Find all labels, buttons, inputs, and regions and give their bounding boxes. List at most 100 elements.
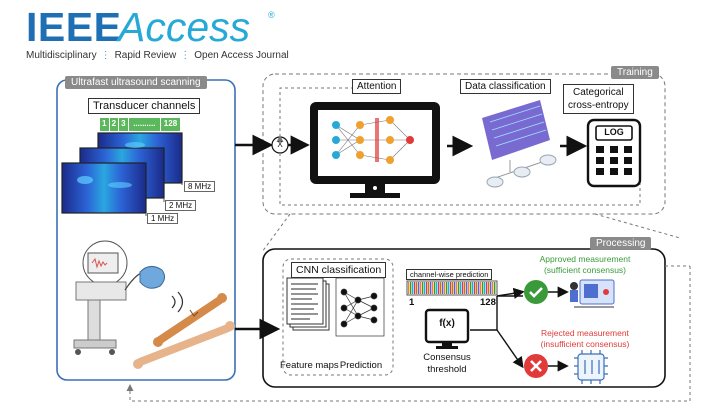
channel-2: 2 bbox=[110, 118, 120, 131]
rejected-line-1: Rejected measurement bbox=[541, 328, 629, 338]
channel-bar bbox=[420, 282, 422, 294]
channel-bar bbox=[428, 282, 430, 294]
channel-bar bbox=[434, 282, 436, 294]
loss-label: Categorical cross-entropy bbox=[563, 84, 634, 114]
channel-bar bbox=[476, 282, 478, 294]
channel-bar bbox=[418, 282, 420, 294]
consensus-line-2: threshold bbox=[427, 363, 467, 375]
log-key: LOG bbox=[604, 127, 624, 137]
feedback-loop bbox=[279, 153, 641, 206]
logo-access: Access bbox=[118, 4, 251, 50]
channel-bar bbox=[462, 282, 464, 294]
ultrasound-machine-icon bbox=[73, 240, 156, 355]
channel-bar bbox=[444, 282, 446, 294]
tagline-part-3: Open Access Journal bbox=[194, 50, 289, 61]
freq-label-1mhz: 1 MHz bbox=[147, 213, 179, 224]
channel-bar bbox=[482, 282, 484, 294]
channel-bar bbox=[472, 282, 474, 294]
channel-bar bbox=[426, 282, 428, 294]
data-classification-label: Data classification bbox=[460, 79, 551, 94]
hand-icon bbox=[139, 266, 166, 289]
channel-bar bbox=[480, 282, 482, 294]
freq-label-8mhz: 8 MHz bbox=[184, 181, 216, 192]
channel-bar bbox=[490, 282, 492, 294]
channel-bar bbox=[422, 282, 424, 294]
channel-strip: 1 2 3 .......... 128 bbox=[100, 118, 180, 131]
axis-end-label: 128 bbox=[480, 297, 496, 308]
consensus-caption: Consensus threshold bbox=[413, 352, 481, 376]
channel-bar bbox=[440, 282, 442, 294]
channel-bar bbox=[436, 282, 438, 294]
channel-1: 1 bbox=[100, 118, 110, 131]
consensus-line-1: Consensus bbox=[423, 352, 471, 363]
attention-monitor-icon bbox=[310, 102, 440, 198]
channel-bar bbox=[488, 282, 490, 294]
attention-label: Attention bbox=[352, 79, 402, 94]
rejected-line-2: (insufficient consensus) bbox=[540, 338, 630, 349]
channel-bar bbox=[466, 282, 468, 294]
channel-bar bbox=[454, 282, 456, 294]
cnn-subpanel bbox=[282, 258, 394, 376]
bone-icon bbox=[133, 293, 235, 369]
rejected-caption: Rejected measurement (insufficient conse… bbox=[530, 328, 640, 349]
tagline-part-2: Rapid Review bbox=[114, 50, 177, 61]
channel-dots: .......... bbox=[129, 118, 161, 131]
channel-bar bbox=[486, 282, 488, 294]
transducer-label: Transducer channels bbox=[88, 98, 201, 114]
channel-bar bbox=[408, 282, 410, 294]
channel-bar bbox=[410, 282, 412, 294]
channel-bar bbox=[414, 282, 416, 294]
channel-bar bbox=[470, 282, 472, 294]
multiply-label: X bbox=[277, 140, 283, 149]
channel-bar bbox=[456, 282, 458, 294]
channel-bar-frame bbox=[406, 280, 498, 296]
feature-maps-caption: Feature maps bbox=[280, 360, 339, 371]
axis-start-label: 1 bbox=[409, 297, 415, 308]
processing-title: Processing bbox=[590, 237, 652, 250]
channel-bar bbox=[458, 282, 460, 294]
cnn-label: CNN classification bbox=[291, 262, 387, 278]
channel-bar bbox=[412, 282, 414, 294]
processing-panel bbox=[262, 248, 666, 388]
training-title: Training bbox=[611, 66, 659, 79]
check-icon bbox=[524, 280, 548, 304]
scanning-title: Ultrafast ultrasound scanning bbox=[65, 76, 207, 89]
channel-bar bbox=[424, 282, 426, 294]
channel-bar bbox=[442, 282, 444, 294]
channel-bar bbox=[492, 282, 494, 294]
training-panel bbox=[262, 73, 666, 215]
server-icon bbox=[482, 100, 557, 188]
spectrogram-stack bbox=[61, 132, 183, 214]
separator-icon: ⋮ bbox=[100, 50, 111, 61]
logo-ieee: IEEE bbox=[26, 4, 122, 50]
channel-128: 128 bbox=[163, 119, 178, 128]
approved-caption: Approved measurement (sufficient consens… bbox=[530, 254, 640, 275]
channel-3: 3 bbox=[119, 118, 129, 131]
rejected-chip-icon bbox=[574, 350, 608, 384]
return-loop bbox=[126, 266, 691, 402]
channel-bar bbox=[448, 282, 450, 294]
channel-bar bbox=[450, 282, 452, 294]
prediction-network-icon bbox=[335, 277, 385, 337]
channel-bar bbox=[446, 282, 448, 294]
approved-person-icon bbox=[570, 279, 615, 308]
consensus-monitor-icon bbox=[424, 308, 470, 349]
channel-bar bbox=[432, 282, 434, 294]
channel-bar bbox=[478, 282, 480, 294]
prediction-caption: Prediction bbox=[339, 360, 383, 371]
loss-label-line-1: Categorical bbox=[572, 87, 624, 98]
channel-pred-label: channel-wise prediction bbox=[406, 269, 493, 280]
tagline-part-1: Multidisciplinary bbox=[26, 50, 97, 61]
channel-bar bbox=[438, 282, 440, 294]
channel-prediction-bars bbox=[406, 280, 498, 296]
channel-bar bbox=[484, 282, 486, 294]
channel-bar bbox=[460, 282, 462, 294]
channel-bar bbox=[430, 282, 432, 294]
channel-bar bbox=[494, 282, 496, 294]
feature-maps-icon bbox=[286, 277, 330, 331]
separator-icon: ⋮ bbox=[180, 50, 191, 61]
trademark: ® bbox=[268, 10, 275, 20]
channel-bar bbox=[452, 282, 454, 294]
loss-label-line-2: cross-entropy bbox=[568, 100, 629, 111]
